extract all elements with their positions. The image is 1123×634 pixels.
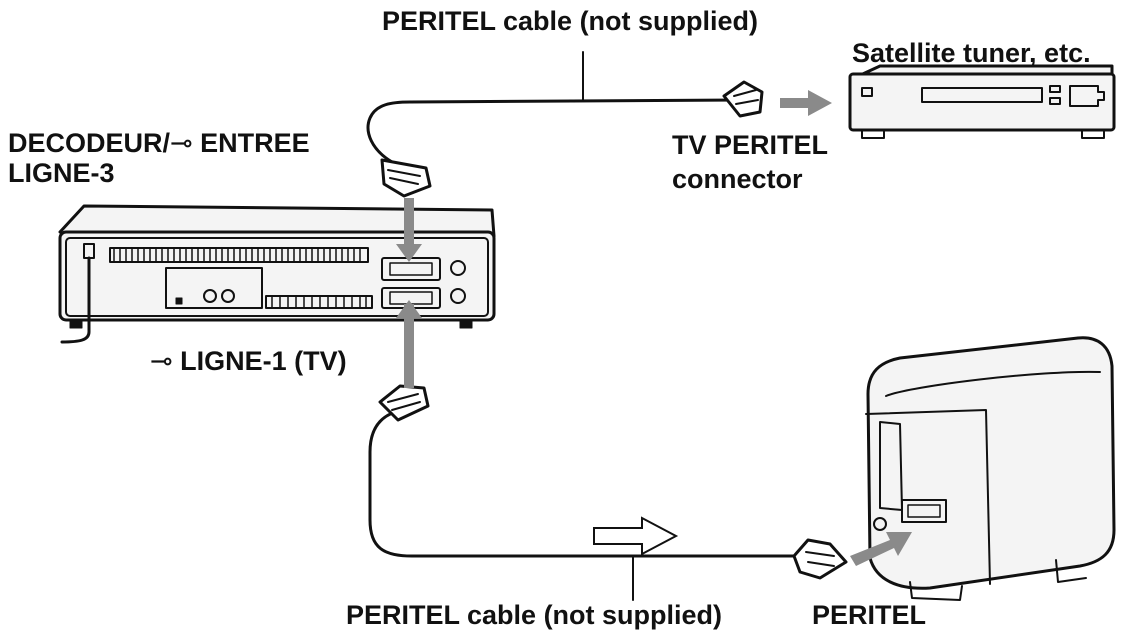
peritel-plug-tv [792,538,848,580]
signal-direction-arrow [593,516,679,556]
entree-suffix: ENTREE [192,128,310,158]
peritel-plug-satellite [722,80,764,118]
television-set [865,336,1116,601]
peritel-plug-ligne1 [378,384,430,422]
decodeur-prefix: DECODEUR/ [8,128,171,158]
satellite-tuner [848,64,1116,139]
label-tv-peritel: TV PERITEL [672,130,829,160]
peritel-plug-decodeur [380,158,432,198]
arrow-into-ligne3 [396,198,422,262]
vcr-rear-panel [58,204,496,344]
arrow-into-tv [850,532,912,566]
ligne1-text: LIGNE-1 (TV) [172,346,347,376]
label-bottom-peritel-cable: PERITEL cable (not supplied) [346,600,723,630]
output-icon: ⊸ [150,346,173,376]
label-peritel-tv: PERITEL [812,600,927,630]
label-ligne-1-tv: ⊸ LIGNE-1 (TV) [150,346,347,376]
input-icon: ⊸ [170,128,193,158]
bottom-peritel-cable [368,410,814,558]
label-satellite-tuner: Satellite tuner, etc. [852,38,1091,68]
label-decodeur-entree: DECODEUR/⊸ ENTREE [8,128,310,158]
label-tv-peritel-connector: connector [672,164,803,194]
label-ligne-3: LIGNE-3 [8,158,115,188]
top-peritel-cable [366,98,742,164]
arrow-out-of-ligne1 [396,300,422,388]
arrow-to-satellite-tuner [780,90,832,116]
label-top-peritel-cable: PERITEL cable (not supplied) [382,6,759,36]
